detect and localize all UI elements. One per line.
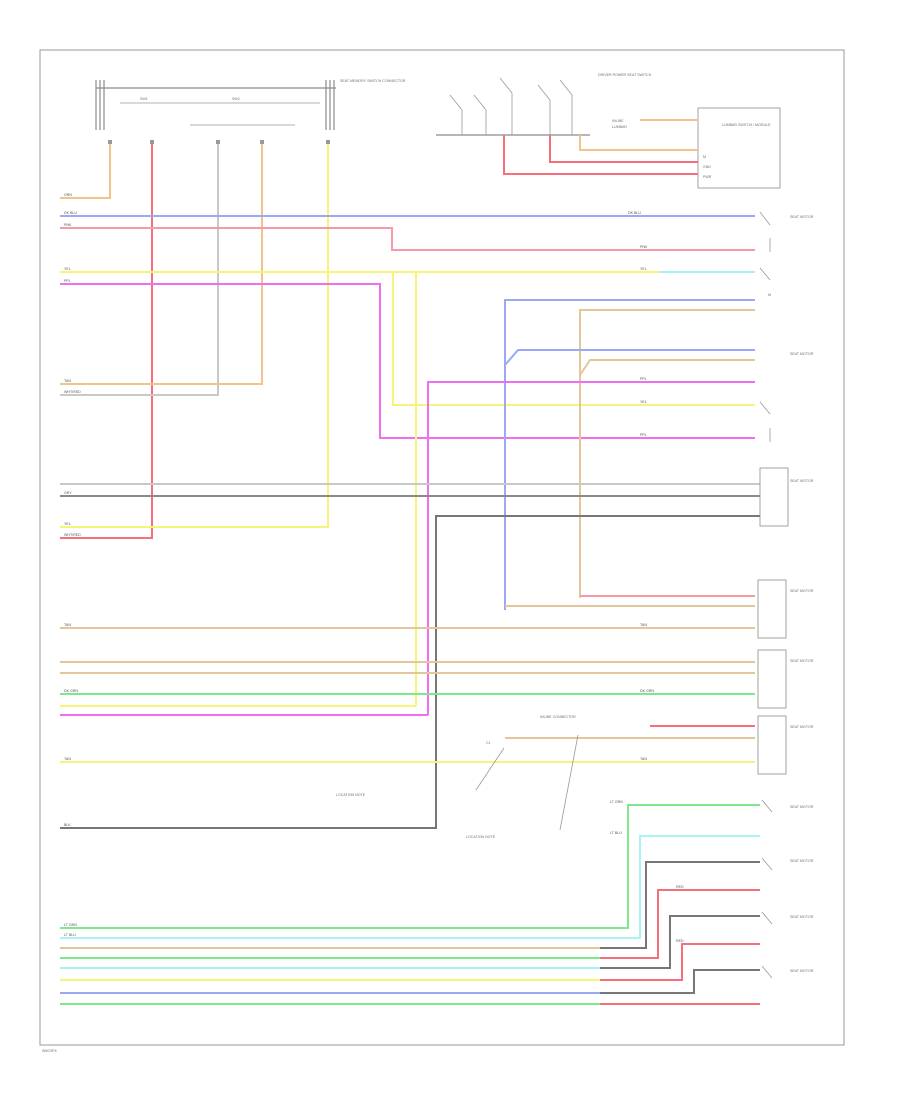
svg-text:PWR: PWR bbox=[703, 175, 712, 179]
top-connector-label: SEAT MEMORY SWITCH CONNECTOR bbox=[340, 79, 406, 83]
lumbar-module-label: LUMBAR SWITCH / MODULE bbox=[722, 123, 771, 127]
svg-text:YEL: YEL bbox=[640, 400, 647, 404]
svg-text:TAN: TAN bbox=[640, 623, 647, 627]
seat-motor-3: SEAT MOTOR bbox=[759, 352, 814, 442]
svg-text:LT BLU: LT BLU bbox=[64, 933, 76, 937]
seat-motor-8: SEAT MOTOR bbox=[761, 799, 814, 813]
svg-text:PPL: PPL bbox=[640, 433, 647, 437]
svg-text:WHT/RED: WHT/RED bbox=[64, 533, 81, 537]
seat-motor-10: SEAT MOTOR SEAT MOTOR bbox=[761, 911, 814, 979]
wire-labels-right: DK BLU PNK YEL YEL PPL PPL TAN DK GRN TA… bbox=[610, 211, 684, 943]
driver-seat-switch-label: DRIVER POWER SEAT SWITCH bbox=[598, 73, 652, 77]
wire-tan-1 bbox=[60, 144, 263, 385]
svg-text:TAN: TAN bbox=[640, 757, 647, 761]
svg-text:YEL: YEL bbox=[64, 522, 71, 526]
svg-text:LT GRN: LT GRN bbox=[64, 923, 77, 927]
svg-text:PNK: PNK bbox=[640, 245, 648, 249]
svg-text:TAN: TAN bbox=[64, 757, 71, 761]
seat-motor-6: SEAT MOTOR bbox=[757, 649, 814, 709]
wire-pnk-1 bbox=[60, 227, 755, 251]
svg-text:TAN: TAN bbox=[64, 623, 71, 627]
inline-connector-note: INLINE CONNECTOR bbox=[540, 715, 576, 719]
wire-yel-3 bbox=[392, 272, 755, 406]
wire-red-sw2 bbox=[503, 135, 698, 175]
svg-text:RED: RED bbox=[676, 939, 684, 943]
wire-ppl-2 bbox=[427, 381, 755, 715]
svg-text:SEAT MOTOR: SEAT MOTOR bbox=[790, 805, 814, 809]
svg-text:M: M bbox=[703, 155, 706, 159]
seat-motor-1: SEAT MOTOR bbox=[759, 211, 814, 252]
wire-red-sw bbox=[549, 135, 698, 163]
wire-red-1 bbox=[60, 144, 153, 539]
svg-text:TAN: TAN bbox=[64, 379, 71, 383]
svg-text:PPL: PPL bbox=[64, 279, 71, 283]
svg-text:SEAT MOTOR: SEAT MOTOR bbox=[790, 352, 814, 356]
wire-yel-1 bbox=[60, 144, 329, 528]
svg-text:GND: GND bbox=[703, 165, 711, 169]
svg-text:SEAT MOTOR: SEAT MOTOR bbox=[790, 725, 814, 729]
location-note-1: LOCATION NOTE bbox=[336, 793, 366, 797]
wire-dkblu-2 bbox=[504, 299, 755, 610]
diagram-frame bbox=[39, 49, 845, 1046]
seat-motor-9: SEAT MOTOR bbox=[761, 857, 814, 871]
driver-seat-switch: DRIVER POWER SEAT SWITCH bbox=[436, 73, 652, 136]
svg-text:SEAT MOTOR: SEAT MOTOR bbox=[790, 589, 814, 593]
svg-text:DK GRN: DK GRN bbox=[64, 689, 78, 693]
svg-text:C1: C1 bbox=[486, 741, 491, 745]
svg-text:BLK: BLK bbox=[64, 823, 71, 827]
wire-ltblu-1 bbox=[60, 835, 760, 939]
lumbar-module: LUMBAR SWITCH / MODULE M GND PWR INLINE … bbox=[612, 107, 781, 189]
wire-orn-1 bbox=[60, 144, 111, 199]
svg-text:SEAT MOTOR: SEAT MOTOR bbox=[790, 859, 814, 863]
svg-text:SEAT MOTOR: SEAT MOTOR bbox=[790, 969, 814, 973]
wire-ppl-1 bbox=[60, 283, 755, 439]
svg-text:WHT/RED: WHT/RED bbox=[64, 390, 81, 394]
svg-text:YEL: YEL bbox=[64, 267, 71, 271]
svg-text:LT BLU: LT BLU bbox=[610, 831, 622, 835]
svg-text:LUMBAR: LUMBAR bbox=[612, 125, 627, 129]
wires bbox=[60, 119, 760, 1005]
location-note-2: LOCATION NOTE bbox=[466, 835, 496, 839]
wire-gry-1 bbox=[60, 144, 219, 396]
wire-ltgrn-1 bbox=[60, 804, 760, 929]
svg-text:PPL: PPL bbox=[640, 377, 647, 381]
seat-motor-7: SEAT MOTOR bbox=[757, 715, 814, 775]
svg-text:LT GRN: LT GRN bbox=[610, 800, 623, 804]
svg-text:DK BLU: DK BLU bbox=[628, 211, 641, 215]
svg-text:DK GRN: DK GRN bbox=[640, 689, 654, 693]
wire-labels-left: ORN DK BLU PNK YEL PPL TAN WHT/RED GRY Y… bbox=[64, 193, 81, 937]
svg-text:RED: RED bbox=[676, 885, 684, 889]
svg-text:SEAT MOTOR: SEAT MOTOR bbox=[790, 915, 814, 919]
svg-text:GRY: GRY bbox=[64, 491, 72, 495]
notes: INLINE CONNECTOR C1 LOCATION NOTE LOCATI… bbox=[336, 715, 579, 839]
svg-text:ORN: ORN bbox=[64, 193, 72, 197]
svg-text:SW2: SW2 bbox=[232, 97, 240, 101]
svg-text:SEAT MOTOR: SEAT MOTOR bbox=[790, 215, 814, 219]
seat-motors: SEAT MOTOR M SEAT MOTOR SEAT MOTOR SEAT … bbox=[757, 211, 814, 979]
top-connector: SW1 SW2 SEAT MEMORY SWITCH CONNECTOR bbox=[95, 79, 406, 144]
svg-text:SW1: SW1 bbox=[140, 97, 148, 101]
svg-text:INLINE: INLINE bbox=[612, 119, 624, 123]
footer-code: W6G3P6 bbox=[42, 1049, 57, 1053]
svg-text:M: M bbox=[768, 293, 771, 297]
svg-text:YEL: YEL bbox=[640, 267, 647, 271]
svg-text:SEAT MOTOR: SEAT MOTOR bbox=[790, 479, 814, 483]
svg-text:SEAT MOTOR: SEAT MOTOR bbox=[790, 659, 814, 663]
wire-tan-2 bbox=[579, 309, 755, 598]
wire-tan-sw bbox=[579, 135, 698, 151]
svg-text:PNK: PNK bbox=[64, 223, 72, 227]
seat-motor-4: SEAT MOTOR bbox=[759, 467, 814, 527]
seat-motor-5: SEAT MOTOR bbox=[757, 579, 814, 639]
seat-motor-2: M bbox=[759, 267, 771, 297]
svg-text:DK BLU: DK BLU bbox=[64, 211, 77, 215]
